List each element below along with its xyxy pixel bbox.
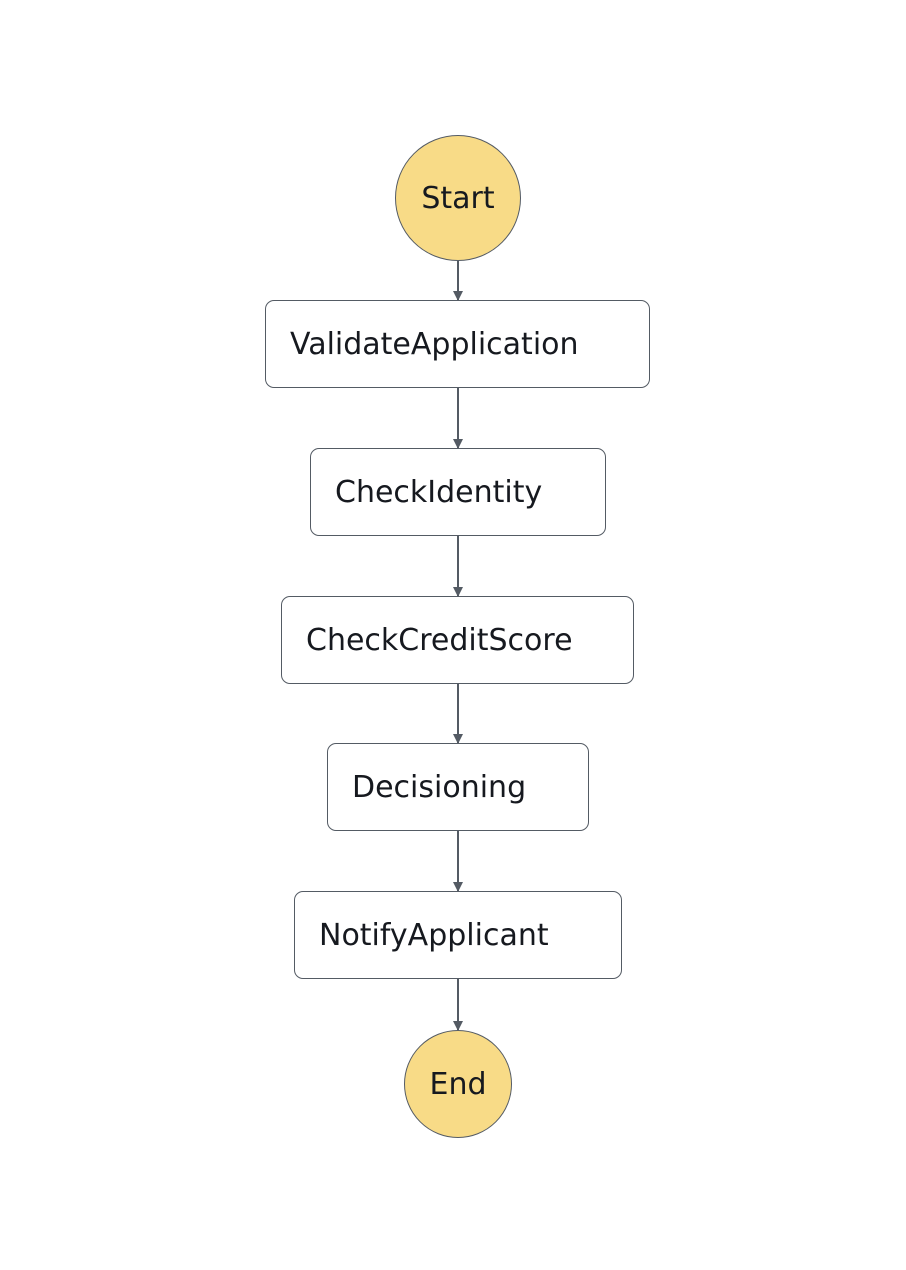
state-label: NotifyApplicant bbox=[319, 917, 549, 953]
state-validate-application[interactable]: ValidateApplication bbox=[265, 300, 650, 388]
state-label: CheckCreditScore bbox=[306, 622, 573, 658]
state-decisioning[interactable]: Decisioning bbox=[327, 743, 589, 831]
state-notify-applicant[interactable]: NotifyApplicant bbox=[294, 891, 622, 979]
state-label: ValidateApplication bbox=[290, 326, 579, 362]
state-check-credit-score[interactable]: CheckCreditScore bbox=[281, 596, 634, 684]
state-label: CheckIdentity bbox=[335, 474, 543, 510]
state-label: Decisioning bbox=[352, 769, 527, 805]
end-node[interactable]: End bbox=[404, 1030, 512, 1138]
state-check-identity[interactable]: CheckIdentity bbox=[310, 448, 606, 536]
start-node[interactable]: Start bbox=[395, 135, 521, 261]
start-label: Start bbox=[421, 180, 495, 216]
end-label: End bbox=[429, 1066, 487, 1102]
